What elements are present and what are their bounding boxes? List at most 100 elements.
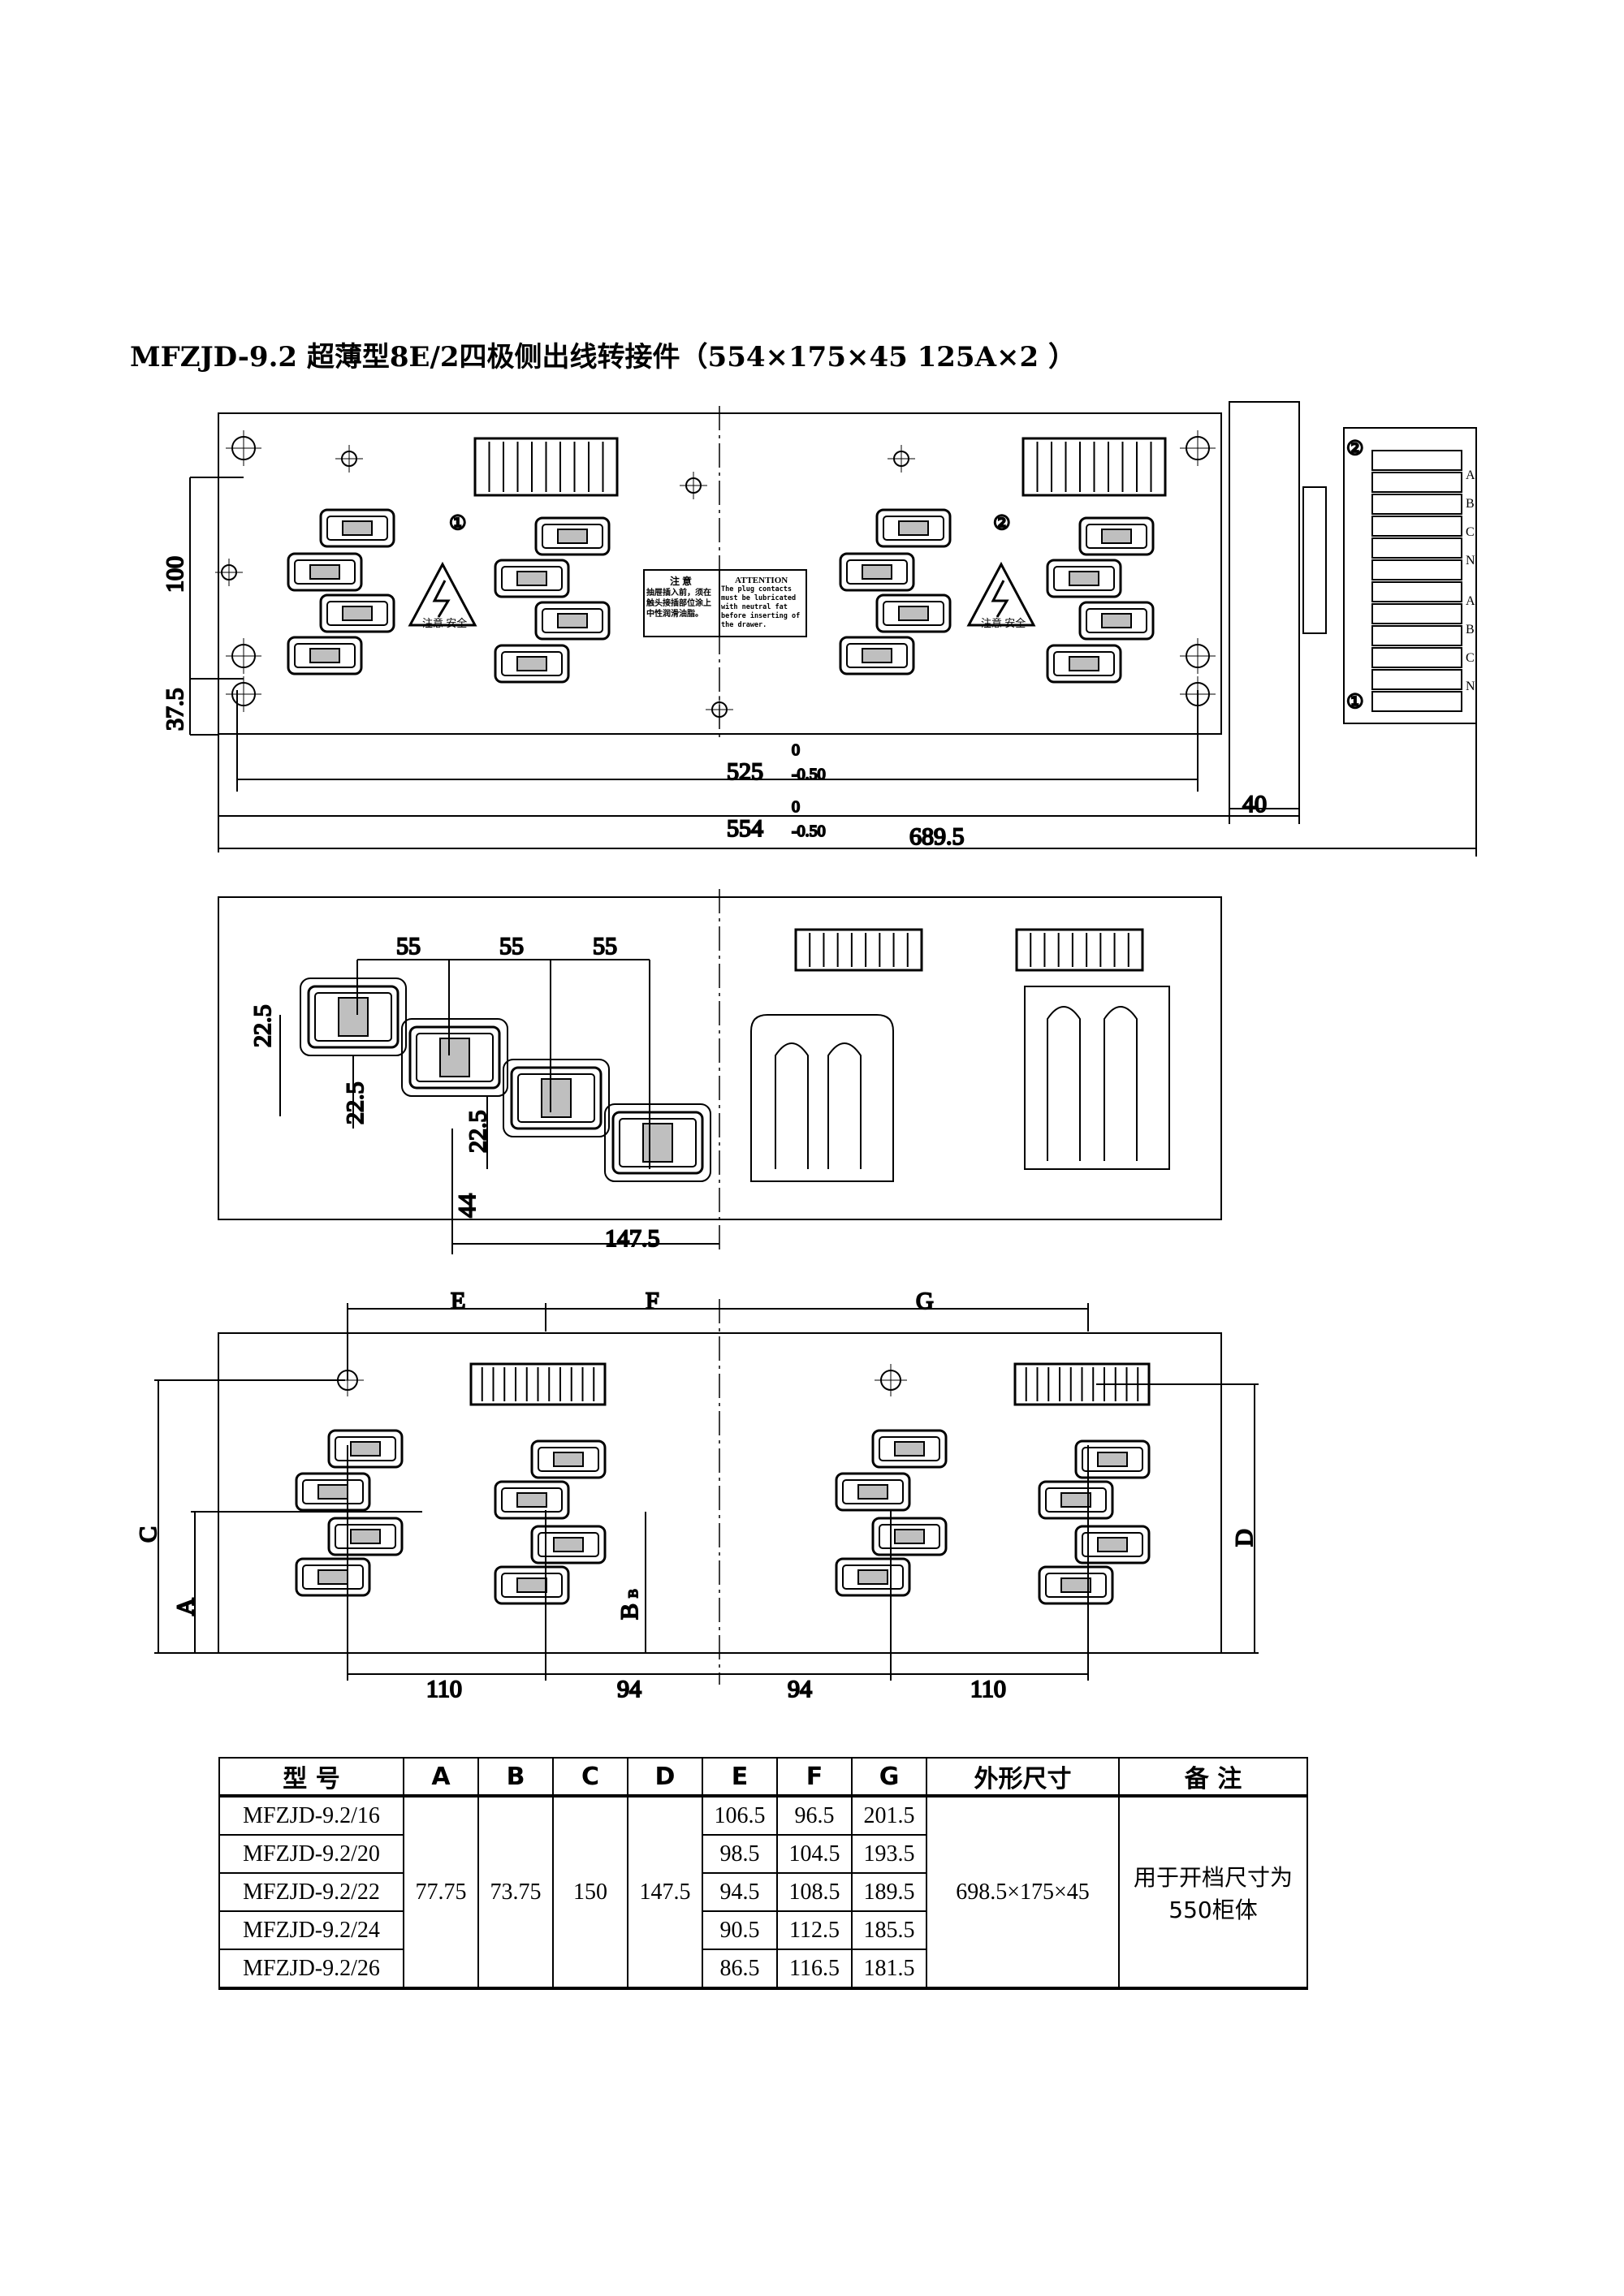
handle-inner <box>1053 651 1115 676</box>
dim-40: 40 <box>1242 791 1267 818</box>
contact-handle <box>611 1111 704 1175</box>
handle-outer <box>871 1429 948 1469</box>
contact-handle <box>494 1480 570 1520</box>
dim-554-tol-upper: 0 <box>792 798 800 816</box>
dim-22-5-1: 22.5 <box>249 1005 276 1048</box>
dim-554: 554 <box>727 815 763 842</box>
contact-handle <box>1074 1525 1151 1564</box>
middle-view: 55 55 55 22.5 22.5 22.5 44 147.5 <box>218 889 1222 1254</box>
contact-handle <box>327 1517 404 1556</box>
handle-grip <box>857 1569 888 1585</box>
screw-hole <box>226 676 261 712</box>
handle-frame <box>300 978 407 1056</box>
cell-G: 193.5 <box>851 1834 927 1874</box>
handle-outer <box>287 552 363 592</box>
top-view: 100 37.5 525 0 -0.50 554 0 -0.50 689.5 4… <box>161 401 1477 857</box>
handle-outer <box>530 1439 607 1479</box>
side-connector-box <box>1343 427 1477 724</box>
dim-94-left: 94 <box>617 1676 641 1703</box>
side-terminal-cell <box>1371 559 1462 580</box>
handle-outer <box>534 601 611 641</box>
handle-grip <box>894 1529 925 1544</box>
contact-handle <box>494 644 570 684</box>
marker-2: ② <box>993 513 1011 534</box>
header-D: D <box>627 1757 703 1798</box>
handle-inner <box>335 1436 396 1461</box>
handle-outer <box>530 1525 607 1564</box>
terminal-block <box>794 928 923 972</box>
handle-outer <box>494 1480 570 1520</box>
handle-inner <box>335 1524 396 1549</box>
header-A: A <box>403 1757 479 1798</box>
contact-handle <box>1078 601 1155 641</box>
screw-hole <box>1180 430 1216 466</box>
handle-inner <box>542 608 603 633</box>
cell-G: 181.5 <box>851 1949 927 1989</box>
screw-hole <box>1180 638 1216 674</box>
phase-label: C <box>1466 651 1475 665</box>
screw-hole <box>331 1364 364 1396</box>
contact-handle <box>1046 559 1122 598</box>
terminal-block <box>469 1362 607 1406</box>
dim-147-5: 147.5 <box>605 1225 660 1252</box>
handle-grip <box>541 1078 572 1118</box>
contact-handle <box>295 1472 371 1512</box>
cell-E: 98.5 <box>702 1834 778 1874</box>
cell-model: MFZJD-9.2/16 <box>218 1795 404 1836</box>
handle-frame <box>604 1103 711 1182</box>
header-C: C <box>552 1757 628 1798</box>
handle-outer <box>1074 1525 1151 1564</box>
handle-grip <box>516 656 547 671</box>
handle-outer <box>835 1557 911 1597</box>
handle-inner <box>542 524 603 549</box>
side-terminal-cell <box>1371 494 1462 515</box>
contact-handle <box>319 508 395 548</box>
handle-inner <box>1086 608 1147 633</box>
handle-outer <box>875 593 952 633</box>
table-header-row: 型 号 A B C D E F G 外形尺寸 备 注 <box>218 1757 1308 1798</box>
dim-689-5: 689.5 <box>909 823 965 850</box>
handle-grip <box>516 1492 547 1508</box>
handle-inner <box>538 1447 599 1472</box>
side-marker-1: ① <box>1346 692 1364 713</box>
terminal-block <box>1013 1362 1151 1406</box>
cell-F: 112.5 <box>776 1910 853 1950</box>
handle-inner <box>879 1436 940 1461</box>
handle-outer <box>494 1565 570 1605</box>
handle-grip <box>1101 613 1132 628</box>
side-terminal-strip <box>1302 486 1327 634</box>
handle-inner <box>501 1487 563 1513</box>
handle-outer <box>1038 1565 1114 1605</box>
contact-handle <box>1038 1565 1114 1605</box>
cell-model: MFZJD-9.2/22 <box>218 1872 404 1912</box>
handle-grip <box>350 1529 381 1544</box>
terminal-outline <box>794 928 923 972</box>
side-marker-2: ② <box>1346 438 1364 460</box>
handle-inner <box>846 559 908 585</box>
handle-grip <box>894 1441 925 1457</box>
notice-cn-title: 注 意 <box>670 575 692 587</box>
notice-plate: 注 意 抽屉插入前，须在触头接插部位涂上中性润滑油脂。 ATTENTION Th… <box>643 569 807 637</box>
handle-inner <box>1086 524 1147 549</box>
dim-A: A <box>172 1598 199 1616</box>
handle-grip <box>309 564 340 580</box>
side-terminal-cell <box>1371 669 1462 690</box>
handle-outer <box>327 1517 404 1556</box>
side-terminal-cell <box>1371 691 1462 712</box>
dim-B: B <box>616 1603 643 1620</box>
handle-inner <box>294 559 356 585</box>
contact-handle <box>1038 1480 1114 1520</box>
handle-grip <box>642 1123 673 1163</box>
dim-B-sub: B <box>627 1589 641 1598</box>
handle-inner <box>846 643 908 668</box>
marker-1: ① <box>449 513 467 534</box>
handle-grip <box>1101 529 1132 544</box>
contact-handle <box>287 552 363 592</box>
cell-E: 90.5 <box>702 1910 778 1950</box>
handle-outer <box>494 559 570 598</box>
screw-hole <box>680 472 707 499</box>
handle-outer <box>1046 644 1122 684</box>
screw-hole <box>706 696 733 723</box>
